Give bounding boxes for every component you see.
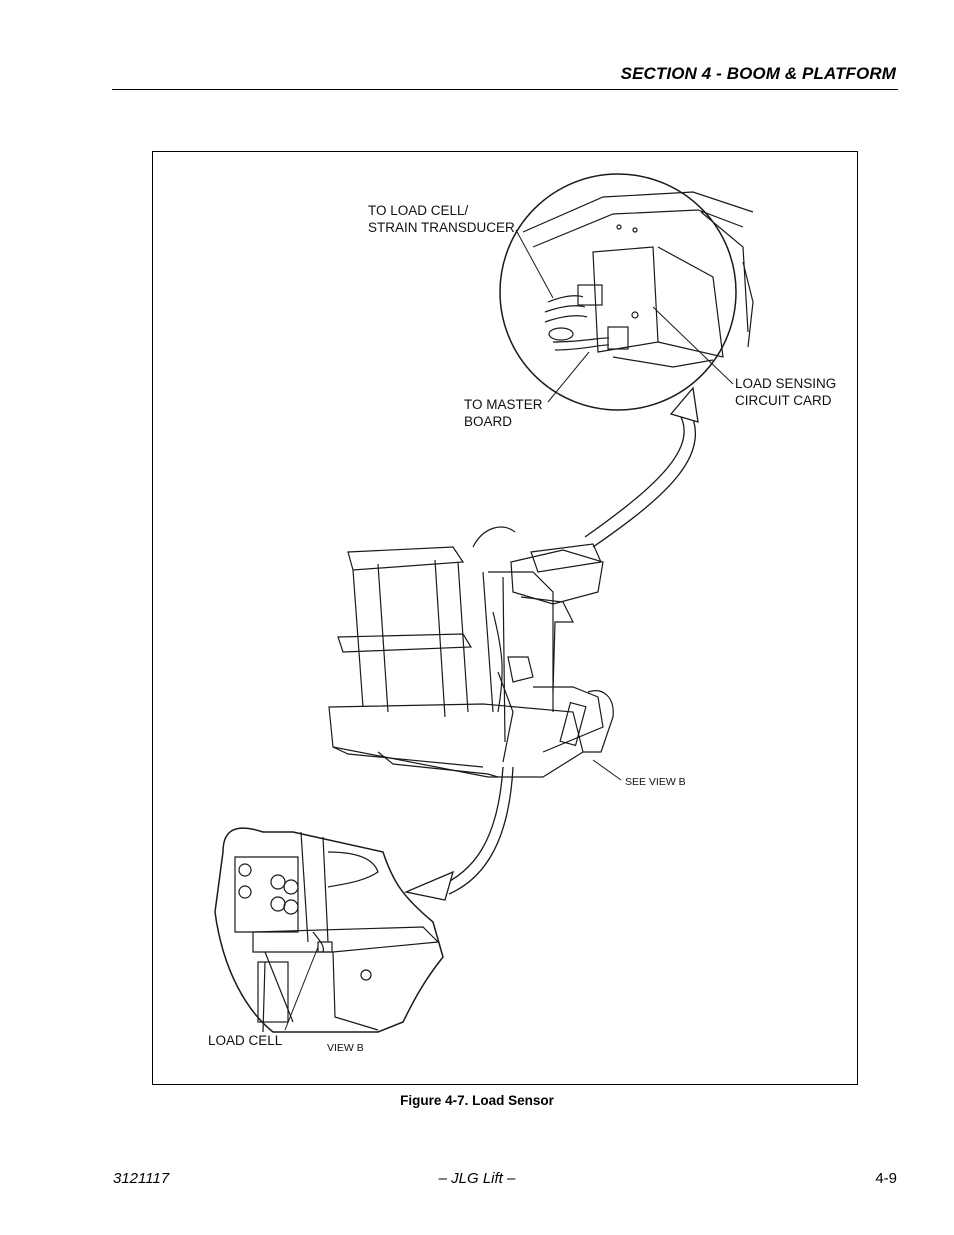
curved-arrow-down xyxy=(403,766,514,901)
footer-brand: – JLG Lift – xyxy=(438,1170,516,1187)
callout-load-sensing-card: LOAD SENSING CIRCUIT CARD xyxy=(735,376,837,408)
footer-doc-number: 3121117 xyxy=(113,1170,170,1187)
figure-caption: Figure 4-7. Load Sensor xyxy=(400,1093,554,1108)
load-cell-leader xyxy=(284,946,319,1031)
load-sensor-illustration xyxy=(214,173,754,1033)
callout-load-cell-strain: TO LOAD CELL/ STRAIN TRANSDUCER xyxy=(368,203,515,235)
callout-see-view-b: SEE VIEW B xyxy=(625,776,686,788)
callout-load-cell: LOAD CELL xyxy=(208,1033,283,1048)
top-leader-lines xyxy=(515,229,734,403)
callout-master-board: TO MASTER BOARD xyxy=(464,397,543,429)
see-view-b-leader xyxy=(592,759,622,781)
circuit-card-detail xyxy=(499,173,754,411)
curved-arrow-up xyxy=(584,386,699,548)
view-b-detail xyxy=(214,827,444,1033)
callout-view-b: VIEW B xyxy=(327,1042,364,1054)
footer-page-number: 4-9 xyxy=(875,1170,897,1187)
header-rule xyxy=(112,89,898,90)
figure-frame: TO LOAD CELL/ STRAIN TRANSDUCER TO MASTE… xyxy=(152,151,858,1085)
platform-assembly xyxy=(328,526,614,778)
section-title: SECTION 4 - BOOM & PLATFORM xyxy=(620,64,896,83)
